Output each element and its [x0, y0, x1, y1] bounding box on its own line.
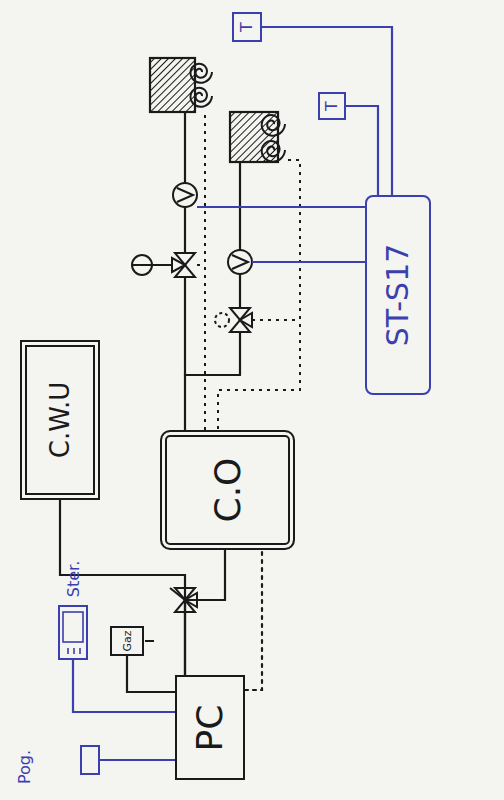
- node-text: T: [239, 22, 255, 32]
- pipes: [152, 112, 240, 430]
- boiler-box: C.O: [160, 430, 295, 550]
- return-line: [245, 550, 262, 690]
- gas-line: [145, 640, 154, 642]
- fan-spiral: [262, 141, 285, 162]
- pipe-connector: [262, 27, 392, 195]
- node-text: C.O: [210, 458, 246, 523]
- node-text: PC: [192, 704, 228, 751]
- node-text: C.W.U: [47, 382, 73, 458]
- node-text: Gaz: [122, 630, 133, 651]
- thermostat-box: T: [232, 12, 262, 42]
- room-controller-icon: [63, 612, 83, 654]
- controller-box: ST-S17: [365, 195, 431, 395]
- radiator: [150, 58, 278, 162]
- circulation-pump: [173, 183, 252, 274]
- return-pipes: [197, 112, 300, 430]
- thermostat-box: T: [318, 92, 346, 120]
- pipe-connector: [346, 106, 378, 195]
- node-text: ST-S17: [383, 244, 413, 347]
- control-wires: [197, 207, 365, 262]
- three-way-valve: [215, 308, 252, 332]
- pipe-connector: [185, 550, 225, 675]
- heat-pump-box: PC: [175, 675, 245, 780]
- fan-spiral: [262, 115, 285, 136]
- three-way-valve: [132, 253, 195, 277]
- node-label: Pog.: [17, 750, 33, 784]
- fan-spiral: [191, 64, 212, 83]
- sensor-box: Pog.: [80, 745, 100, 775]
- node-label: Ster.: [66, 561, 82, 597]
- pipe-connector: [127, 656, 175, 692]
- fan-spiral: [191, 88, 212, 107]
- node-text: T: [324, 101, 340, 111]
- pipe-connector: [100, 759, 175, 761]
- hot-water-tank: C.W.U: [20, 340, 100, 500]
- gas-box: Gaz: [110, 626, 144, 656]
- fan-coil: [191, 64, 285, 162]
- pipe-connector: [73, 660, 175, 712]
- room-controller: Ster.: [58, 605, 88, 660]
